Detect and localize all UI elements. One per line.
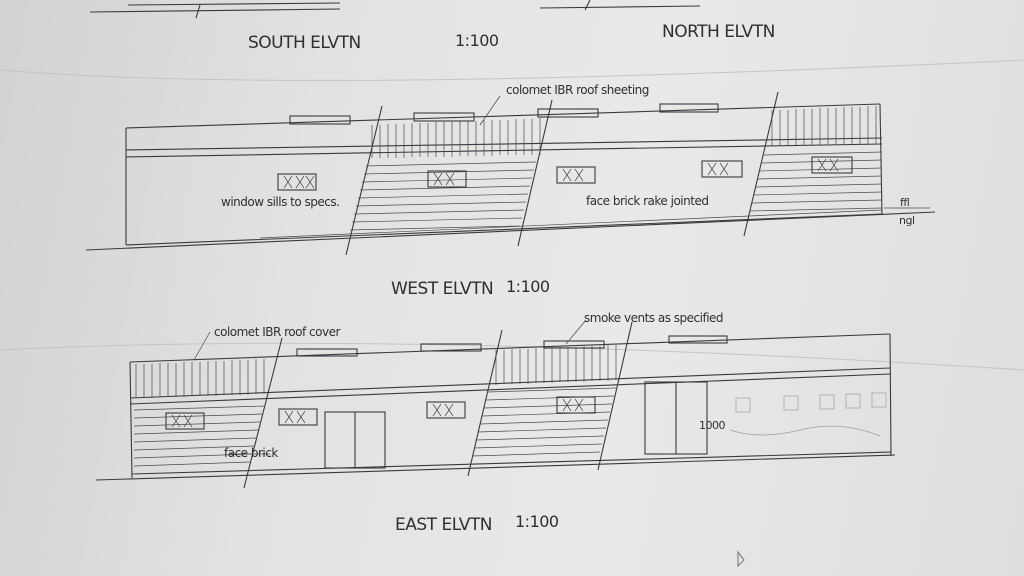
note-colomet-roof-sheeting: colomet IBR roof sheeting (506, 83, 649, 97)
east-windows (165, 396, 596, 430)
note-colomet-roof-cover: colomet IBR roof cover (214, 325, 340, 339)
east-elevation (95, 319, 896, 489)
north-arrow-mark (737, 550, 745, 568)
west-windows (277, 156, 853, 191)
top-scale-label: 1:100 (455, 31, 499, 50)
note-ffl: ffl (900, 196, 910, 209)
east-doors (324, 381, 708, 469)
east-elevation-title: EAST ELVTN (395, 515, 493, 535)
note-face-brick-rake: face brick rake jointed (586, 194, 709, 208)
west-elevation (85, 91, 936, 256)
west-scale-label: 1:100 (506, 277, 550, 296)
note-face-brick: face brick (224, 446, 278, 460)
west-elevation-title: WEST ELVTN (391, 279, 494, 299)
south-elevation-title: SOUTH ELVTN (248, 33, 361, 53)
note-window-sills: window sills to specs. (221, 195, 340, 209)
note-east-dimension: 1000 (699, 419, 726, 432)
faded-detail-region (729, 392, 887, 437)
north-elevation-title: NORTH ELVTN (662, 22, 775, 42)
east-scale-label: 1:100 (515, 512, 559, 531)
top-elevation-remnants (89, 0, 701, 19)
note-smoke-vents: smoke vents as specified (584, 311, 724, 325)
note-ngl: ngl (899, 214, 915, 227)
